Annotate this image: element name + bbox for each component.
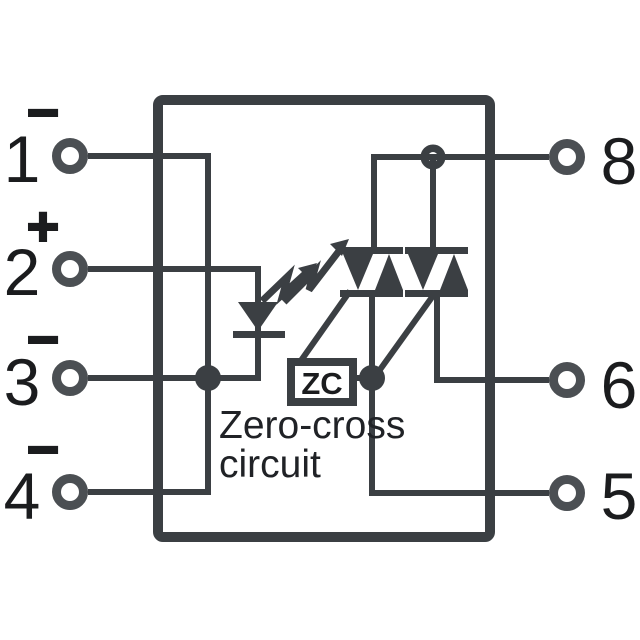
pin-4-terminal <box>52 474 88 510</box>
triac-right-down-triangle <box>408 254 438 290</box>
triac-left-top-bar <box>340 247 403 254</box>
pin-3-number: 3 <box>4 345 41 419</box>
pin-2-number: 2 <box>4 235 41 309</box>
pin-4-number: 4 <box>4 459 41 533</box>
wire-zc-gate-left <box>297 289 353 364</box>
triac-symbol-right <box>405 247 468 297</box>
pin-6-terminal <box>549 362 585 398</box>
pin-1-terminal <box>52 138 88 174</box>
pin-3-terminal <box>52 360 88 396</box>
zc-label: ZC <box>301 366 342 401</box>
wire-pin2-led-anode <box>88 266 261 381</box>
ic-package-outline <box>153 95 495 542</box>
light-arrow-icon <box>281 239 349 305</box>
triac-right-up-triangle <box>440 254 468 290</box>
triac-symbol-left <box>340 247 403 297</box>
led-triangle <box>238 302 278 331</box>
wire-pin6-triac-right-bottom <box>434 292 549 383</box>
pin-1-number: 1 <box>4 122 41 196</box>
caption-line1: Zero-cross <box>219 404 405 447</box>
triac-right-top-bar <box>405 247 468 254</box>
pin-5-number: 5 <box>601 459 638 533</box>
led-cathode-bar <box>233 331 285 338</box>
wire-zc-gate-right <box>371 291 438 380</box>
pin-3-polarity-sign: − <box>27 308 60 371</box>
junction-dot <box>195 365 221 391</box>
triac-left-bottom-bar <box>340 290 403 297</box>
triac-left-up-triangle <box>375 254 403 290</box>
pin-8-number: 8 <box>601 124 638 198</box>
wire-pin8-triac-left-top <box>371 154 549 254</box>
zero-cross-caption: Zero-cross circuit <box>219 404 405 486</box>
pin-8-terminal <box>549 139 585 175</box>
triac-right-bottom-bar <box>405 290 468 297</box>
light-arrow-icon <box>259 263 317 305</box>
pin-6-number: 6 <box>601 348 638 422</box>
pin-2-terminal <box>52 251 88 287</box>
pin-4-polarity-sign: − <box>27 418 60 481</box>
pin-2-polarity-sign: + <box>27 195 60 258</box>
triac-left-down-triangle <box>343 254 373 290</box>
pin-1-polarity-sign: − <box>27 81 60 144</box>
light-emission-arrows <box>259 239 349 305</box>
junction-dot <box>359 365 385 391</box>
zc-box-frame <box>287 358 357 406</box>
internal-node-ring <box>420 144 446 170</box>
led-symbol <box>233 302 285 338</box>
pin-5-terminal <box>549 475 585 511</box>
wire-pin1-pin4-net <box>88 153 211 495</box>
caption-line2: circuit <box>219 443 321 486</box>
zero-cross-box: ZC <box>287 358 357 406</box>
wire-pin5-triac-left-bottom <box>369 291 549 496</box>
